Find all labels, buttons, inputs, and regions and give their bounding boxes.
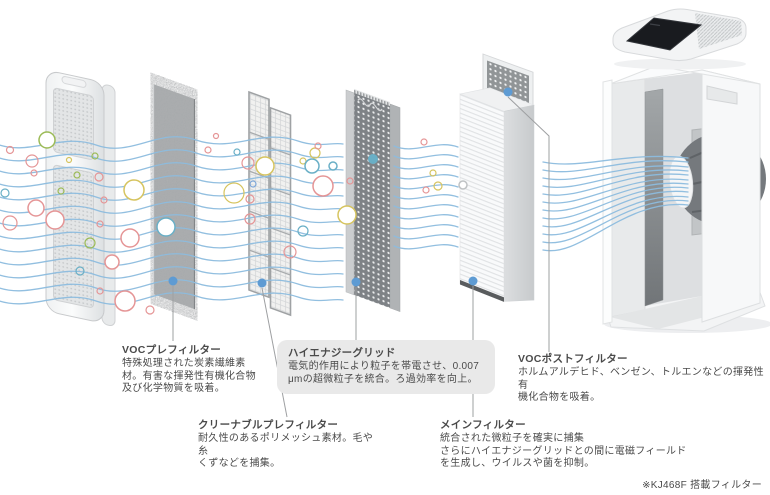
dust-particles — [0, 131, 468, 315]
voc-pre-filter-illustration — [153, 84, 195, 310]
model-footnote: ※KJ468F 搭載フィルター — [642, 480, 762, 491]
high-energy-grid-description: 電気的作用により粒子を帯電させ、0.007 μmの超微粒子を統合。ろ過効率を向上… — [288, 361, 480, 385]
purifier-unit-illustration — [602, 8, 770, 333]
voc-post-filter-description: ホルムアルデヒド、ベンゼン、トルエンなどの揮発性有 機化合物を吸着。 — [518, 367, 764, 403]
high-energy-grid-title: ハイエナジーグリッド — [288, 347, 396, 359]
unit-top-lid — [612, 8, 747, 70]
main-filter-label: メインフィルター 統合された微粒子を確実に捕集 さらにハイエナジーグリッドとの間… — [440, 419, 712, 471]
cleanable-pre-filter-label: クリーナブルプレフィルター 耐久性のあるポリメッシュ素材。毛や糸 くずなどを捕集… — [198, 419, 380, 471]
voc-post-filter-label: VOCポストフィルター ホルムアルデヒド、ベンゼン、トルエンなどの揮発性有 機化… — [518, 353, 768, 405]
main-filter-title: メインフィルター — [440, 419, 526, 431]
voc-pre-filter-description: 特殊処理された炭素繊維素 材。有害な揮発性有機化合物 及び化学物質を吸着。 — [122, 358, 256, 394]
airflow-lines-outlet — [542, 155, 689, 252]
main-filter-illustration — [459, 87, 535, 302]
cleanable-pre-filter-description: 耐久性のあるポリメッシュ素材。毛や糸 くずなどを捕集。 — [198, 433, 374, 469]
high-energy-grid-marker-dot — [351, 277, 361, 287]
cleanable-pre-filter-marker-dot — [257, 278, 267, 288]
cleanable-pre-filter-title: クリーナブルプレフィルター — [198, 419, 339, 431]
lid-display-panel — [625, 17, 703, 51]
voc-pre-filter-marker-dot — [168, 276, 178, 286]
voc-post-filter-marker-dot — [503, 87, 513, 97]
voc-post-filter-title: VOCポストフィルター — [518, 353, 628, 365]
voc-pre-filter-label: VOCプレフィルター 特殊処理された炭素繊維素 材。有害な揮発性有機化合物 及び… — [122, 344, 274, 396]
high-energy-grid-label: ハイエナジーグリッド 電気的作用により粒子を帯電させ、0.007 μmの超微粒子… — [277, 340, 495, 394]
voc-pre-filter-title: VOCプレフィルター — [122, 344, 222, 356]
high-energy-grid-illustration — [345, 88, 401, 312]
front-panel-illustration — [45, 71, 116, 327]
lid-grille — [695, 13, 742, 49]
label-connectors — [168, 87, 550, 418]
cleanable-pre-filter-illustration — [248, 90, 292, 317]
main-filter-marker-dot — [468, 276, 478, 286]
airflow-lines-midgap — [393, 144, 459, 250]
main-filter-description: 統合された微粒子を確実に捕集 さらにハイエナジーグリッドとの間に電磁フィールド … — [440, 433, 687, 469]
